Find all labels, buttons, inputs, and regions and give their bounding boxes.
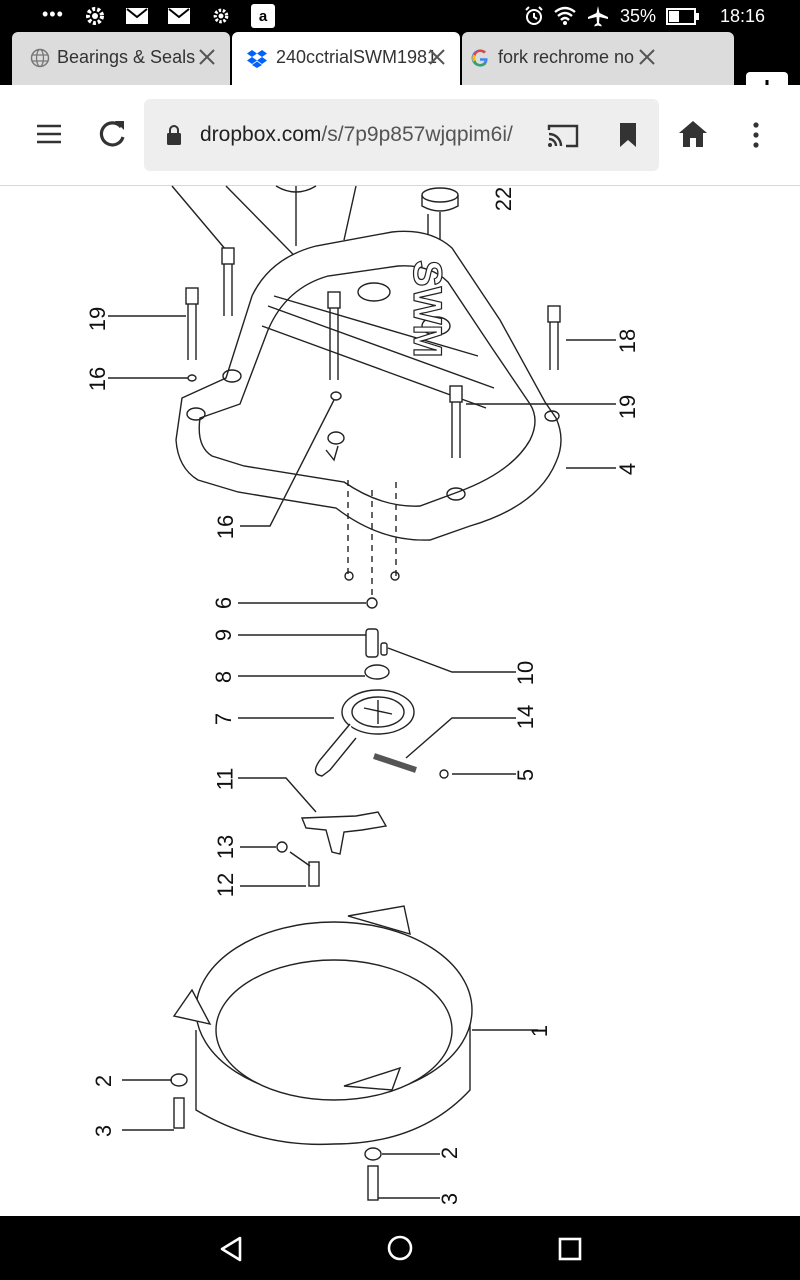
close-icon[interactable] bbox=[196, 46, 218, 68]
globe-icon bbox=[30, 48, 50, 68]
callout-4: 4 bbox=[615, 462, 641, 476]
callout-5: 5 bbox=[513, 768, 539, 782]
close-icon[interactable] bbox=[426, 46, 448, 68]
settings-icon bbox=[213, 8, 229, 24]
close-icon[interactable] bbox=[636, 46, 658, 68]
battery-icon bbox=[666, 8, 699, 25]
callout-7: 7 bbox=[211, 712, 237, 726]
tab-strip: Bearings & Seals 240cctrialSWM1981 fork … bbox=[0, 32, 800, 110]
tab-title: fork rechrome no bbox=[498, 47, 635, 67]
google-icon bbox=[471, 49, 488, 67]
status-bar: ••• a 35% 18:16 bbox=[0, 0, 800, 32]
callout-6: 6 bbox=[211, 596, 237, 610]
callout-3: 3 bbox=[437, 1192, 463, 1206]
gmail-icon bbox=[126, 8, 148, 24]
browser-toolbar: dropbox.com/s/7p9p857wjqpim6i/ bbox=[0, 85, 800, 186]
home-icon[interactable] bbox=[678, 120, 708, 148]
url-domain: dropbox.com bbox=[200, 123, 322, 146]
reload-icon[interactable] bbox=[96, 118, 128, 150]
callout-22: 22 bbox=[491, 186, 517, 212]
home-circle-icon[interactable] bbox=[386, 1234, 414, 1262]
lock-icon bbox=[167, 125, 181, 145]
fork-part bbox=[300, 811, 388, 855]
callout-12: 12 bbox=[213, 872, 239, 898]
callout-18: 18 bbox=[615, 328, 641, 354]
cast-icon[interactable] bbox=[547, 123, 579, 149]
tab-fork-rechrome[interactable]: fork rechrome no bbox=[462, 32, 734, 85]
clock: 18:16 bbox=[720, 6, 766, 26]
recents-icon[interactable] bbox=[558, 1237, 582, 1261]
bookmark-icon[interactable] bbox=[618, 121, 638, 149]
dropbox-icon bbox=[247, 50, 267, 68]
callout-11: 11 bbox=[212, 767, 238, 791]
battery-percent: 35% bbox=[620, 6, 657, 26]
callout-3: 3 bbox=[91, 1124, 117, 1138]
back-icon[interactable] bbox=[218, 1236, 244, 1262]
tab-title: 240cctrialSWM1981 bbox=[276, 47, 438, 67]
wifi-icon bbox=[554, 6, 576, 25]
housing-part bbox=[172, 905, 473, 1146]
tab-title: Bearings & Seals bbox=[57, 47, 196, 67]
callout-19: 19 bbox=[615, 394, 641, 420]
callout-9: 9 bbox=[211, 628, 237, 642]
address-bar[interactable]: dropbox.com/s/7p9p857wjqpim6i/ bbox=[144, 99, 659, 171]
tab-bearings-seals[interactable]: Bearings & Seals bbox=[12, 32, 230, 85]
url-path: /s/7p9p857wjqpim6i/ bbox=[321, 123, 513, 146]
callout-8: 8 bbox=[211, 670, 237, 684]
callout-labels: 22 19 16 18 19 4 16 6 9 10 8 7 14 5 11 1… bbox=[0, 186, 800, 1216]
callout-1: 1 bbox=[527, 1024, 553, 1038]
cover-lettering: SWM bbox=[405, 260, 449, 358]
svg-text:a: a bbox=[259, 8, 268, 25]
menu-icon[interactable] bbox=[36, 123, 62, 145]
amazon-icon: a bbox=[251, 4, 275, 28]
bolt-part bbox=[185, 247, 561, 458]
callout-10: 10 bbox=[513, 660, 539, 686]
overflow-notification-icon: ••• bbox=[42, 4, 64, 24]
navigation-bar bbox=[0, 1216, 800, 1280]
more-icon[interactable] bbox=[750, 122, 762, 148]
callout-16: 16 bbox=[213, 514, 239, 540]
airplane-icon bbox=[588, 6, 608, 27]
document-viewer[interactable]: SWM bbox=[0, 185, 800, 1216]
alarm-icon bbox=[525, 6, 543, 25]
tab-dropbox[interactable]: 240cctrialSWM1981 bbox=[232, 32, 460, 85]
parts-diagram: SWM bbox=[108, 185, 616, 1201]
selector-part bbox=[314, 689, 417, 777]
callout-2: 2 bbox=[91, 1074, 117, 1088]
callout-2: 2 bbox=[437, 1146, 463, 1160]
gmail-icon bbox=[168, 8, 190, 24]
settings-icon bbox=[86, 7, 104, 25]
callout-13: 13 bbox=[213, 834, 239, 860]
url-text: dropbox.com/s/7p9p857wjqpim6i/ bbox=[200, 123, 530, 147]
small-parts bbox=[364, 628, 390, 680]
callout-14: 14 bbox=[513, 704, 539, 730]
callout-16: 16 bbox=[85, 366, 111, 392]
callout-19: 19 bbox=[85, 306, 111, 332]
valve-cover-part: SWM bbox=[175, 230, 562, 541]
